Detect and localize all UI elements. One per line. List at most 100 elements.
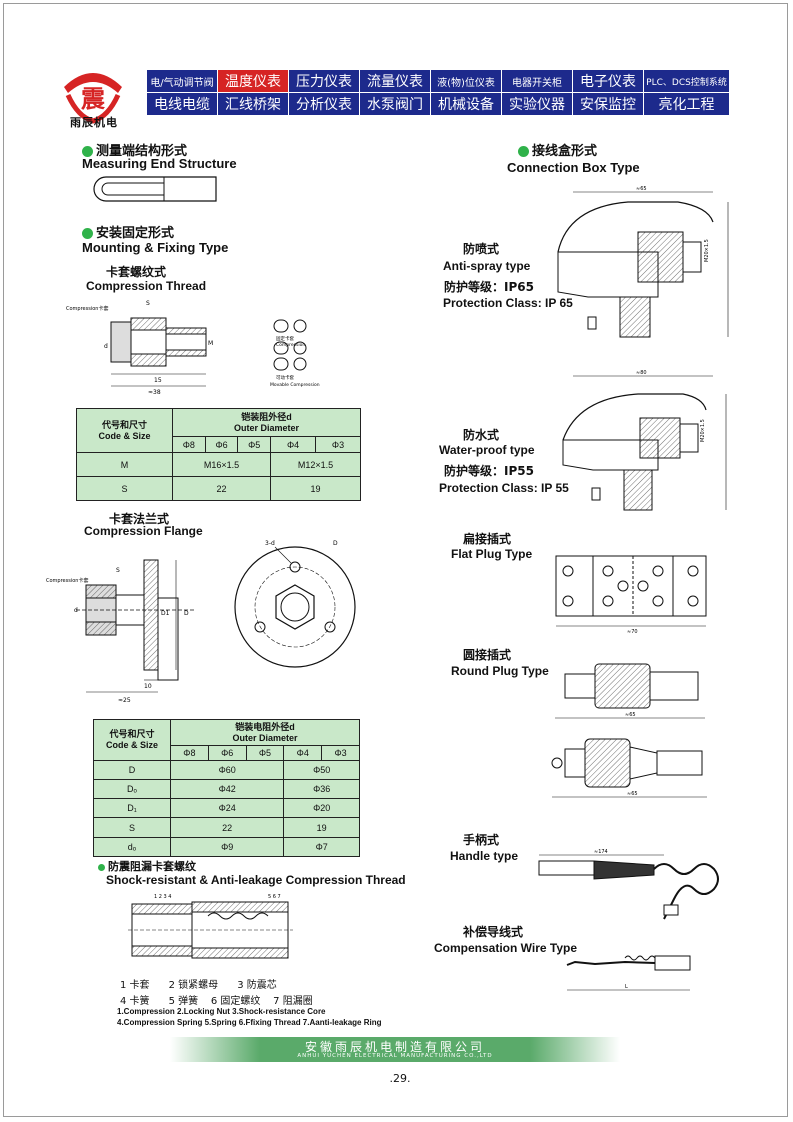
waterproof-class-en: Protection Class: IP 55 bbox=[439, 481, 569, 495]
waterproof-label-en: Water-proof type bbox=[439, 443, 535, 457]
svg-text:≈65: ≈65 bbox=[627, 791, 638, 797]
nav-item[interactable]: 电子仪表 bbox=[573, 70, 644, 93]
footer-company-en: ANHUI YUCHEN ELECTRICAL MANUFACTURING CO… bbox=[297, 1053, 493, 1059]
svg-text:≈38: ≈38 bbox=[148, 389, 161, 396]
svg-text:M: M bbox=[208, 340, 213, 347]
svg-text:S: S bbox=[116, 567, 120, 574]
thread-heading: 卡套螺纹式 bbox=[106, 265, 167, 279]
flat-plug-label-en: Flat Plug Type bbox=[451, 547, 533, 561]
thread-heading-en: Compression Thread bbox=[86, 279, 207, 293]
nav-item[interactable]: 流量仪表 bbox=[360, 70, 431, 93]
legend-en-2: 4.Compression Spring 5.Spring 6.Ffixing … bbox=[117, 1018, 382, 1027]
logo-glyph: 震 bbox=[81, 84, 106, 113]
legend-en-1: 1.Compression 2.Locking Nut 3.Shock-resi… bbox=[117, 1007, 326, 1016]
bullet-icon bbox=[98, 863, 105, 871]
legend-row-2: 4 卡簧 5 弹簧 6 固定螺纹 7 阻漏圈 bbox=[120, 996, 313, 1007]
svg-text:1 2 3 4: 1 2 3 4 bbox=[154, 894, 172, 900]
footer-band bbox=[170, 1037, 620, 1062]
svg-text:D: D bbox=[184, 610, 189, 617]
handle-drawing: ≈174 bbox=[538, 849, 719, 920]
table-col-header: Φ6 bbox=[207, 745, 247, 761]
antispray-box-drawing: ≈65 M20×1.5 bbox=[557, 186, 729, 338]
nav-item[interactable]: 实验仪器 bbox=[502, 93, 573, 116]
nav-item[interactable]: 电线电缆 bbox=[147, 93, 218, 116]
svg-text:可动卡套: 可动卡套 bbox=[276, 374, 294, 381]
table-cell: 19 bbox=[270, 476, 361, 501]
round-plug-label: 圆接插式 bbox=[463, 648, 512, 662]
nav-item[interactable]: PLC、DCS控制系统 bbox=[644, 70, 730, 93]
svg-text:≈65: ≈65 bbox=[625, 712, 636, 718]
nav-item[interactable]: 温度仪表 bbox=[218, 70, 289, 93]
nav-item[interactable]: 压力仪表 bbox=[289, 70, 360, 93]
table-cell: M12×1.5 bbox=[270, 452, 361, 477]
table-col-header: Φ3 bbox=[315, 436, 361, 453]
round-plug-2-drawing: ≈65 bbox=[551, 738, 707, 798]
measuring-heading-en: Measuring End Structure bbox=[82, 156, 237, 171]
flat-plug-label: 扁接插式 bbox=[463, 532, 512, 546]
table-cell: Φ9 bbox=[169, 836, 285, 858]
svg-text:5 6 7: 5 6 7 bbox=[268, 894, 281, 900]
bullet-icon bbox=[518, 146, 529, 157]
nav-item[interactable]: 水泵阀门 bbox=[360, 93, 431, 116]
table-row-label: S bbox=[76, 476, 173, 501]
mounting-heading: 安装固定形式 bbox=[82, 222, 174, 241]
handle-label-en: Handle type bbox=[450, 849, 519, 863]
brand-name: 雨辰机电 bbox=[70, 116, 118, 129]
svg-text:L: L bbox=[625, 984, 628, 990]
antispray-label: 防喷式 bbox=[463, 242, 500, 256]
table-col-header: Φ3 bbox=[321, 745, 360, 761]
svg-text:S: S bbox=[146, 300, 150, 307]
nav-item[interactable]: 亮化工程 bbox=[644, 93, 730, 116]
shock-resistant-drawing: 1 2 3 4 5 6 7 bbox=[128, 894, 293, 959]
nav-item[interactable]: 液(物)位仪表 bbox=[431, 70, 502, 93]
comp-wire-label: 补偿导线式 bbox=[463, 925, 524, 939]
svg-text:10: 10 bbox=[144, 683, 152, 690]
table-col-header: Φ5 bbox=[245, 745, 285, 761]
table-cell: 22 bbox=[171, 476, 272, 501]
bullet-icon bbox=[82, 228, 93, 239]
round-plug-drawing: ≈65 bbox=[555, 663, 705, 719]
table-col-header: Φ8 bbox=[170, 745, 209, 761]
table-cell: 19 bbox=[283, 817, 360, 838]
table-cell: 22 bbox=[169, 817, 285, 838]
nav-item[interactable]: 机械设备 bbox=[431, 93, 502, 116]
footer-company: 安徽雨辰机电制造有限公司 bbox=[304, 1040, 485, 1054]
table-cell: Φ7 bbox=[283, 836, 360, 858]
antispray-class: 防护等级：IP65 bbox=[444, 280, 534, 294]
table-cell: Φ50 bbox=[283, 759, 360, 780]
table-row-label: D bbox=[93, 759, 171, 780]
nav-item[interactable]: 分析仪表 bbox=[289, 93, 360, 116]
page-frame bbox=[3, 3, 788, 1117]
nav-item[interactable]: 汇线桥架 bbox=[218, 93, 289, 116]
box-heading: 接线盒形式 bbox=[518, 140, 597, 159]
svg-text:Compression卡套: Compression卡套 bbox=[46, 577, 88, 584]
nav-item[interactable]: 安保监控 bbox=[573, 93, 644, 116]
table-row-label: dₒ bbox=[93, 836, 171, 858]
nav-item[interactable]: 电/气动调节阀 bbox=[147, 70, 218, 93]
table-row-label: D₁ bbox=[93, 798, 171, 819]
svg-text:≈70: ≈70 bbox=[627, 629, 638, 635]
table-col-header: Φ4 bbox=[283, 745, 323, 761]
svg-text:d: d bbox=[104, 343, 108, 350]
box-heading-en: Connection Box Type bbox=[507, 160, 640, 175]
legend-row-1: 1 卡套 2 锁紧螺母 3 防震芯 bbox=[120, 980, 277, 991]
table-row-label: S bbox=[93, 817, 171, 838]
svg-text:M20×1.5: M20×1.5 bbox=[700, 419, 706, 442]
svg-text:M20×1.5: M20×1.5 bbox=[704, 239, 710, 262]
table-col-header: Φ5 bbox=[237, 436, 272, 453]
antispray-label-en: Anti-spray type bbox=[443, 259, 531, 273]
nav-item[interactable]: 电器开关柜 bbox=[502, 70, 573, 93]
svg-text:≈25: ≈25 bbox=[118, 697, 131, 704]
table-cell: M16×1.5 bbox=[171, 452, 272, 477]
svg-text:≈65: ≈65 bbox=[636, 186, 647, 192]
shock-heading-en: Shock-resistant & Anti-leakage Compressi… bbox=[106, 873, 406, 887]
table-cell: Φ36 bbox=[283, 778, 360, 800]
flange-face-drawing: 3-d D bbox=[234, 540, 356, 668]
